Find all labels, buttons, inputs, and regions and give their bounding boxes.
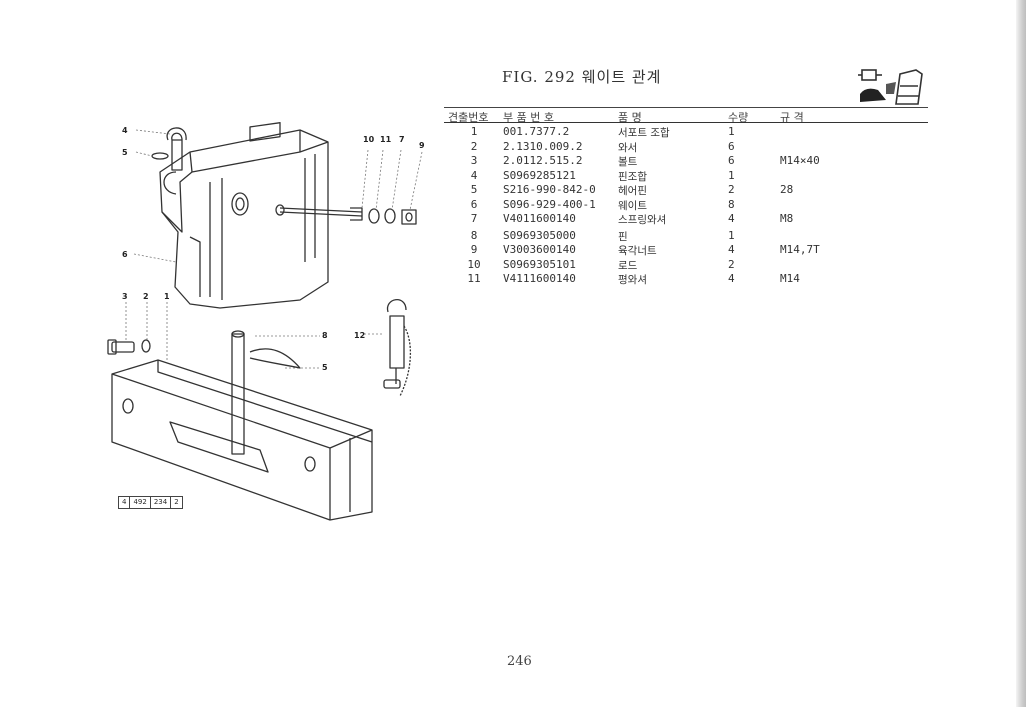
callout-5-bottom: 5 (322, 363, 328, 372)
row-part-name: 와서 (618, 141, 638, 154)
row-ref-no: 4 (470, 168, 478, 182)
exploded-parts-diagram (107, 122, 423, 521)
row-ref-no: 9 (470, 243, 478, 256)
row-ref-no: 5 (470, 183, 478, 196)
row-ref-no: 1 (470, 125, 478, 138)
callout-7: 7 (399, 135, 405, 144)
row-part-no: S096-929-400-1 (503, 197, 596, 211)
row-spec: 28 (780, 183, 794, 196)
row-qty: 8 (728, 197, 735, 211)
table-header-rule (444, 122, 928, 123)
row-qty: 4 (728, 212, 735, 225)
table-row: 3 2.0112.515.2 볼트 6 M14×40 (444, 154, 928, 169)
linch-pin-drawing (383, 299, 412, 397)
header-qty: 수량 (728, 111, 749, 124)
tractor-weight-icon (858, 69, 923, 105)
callout-4: 4 (122, 126, 128, 135)
row-ref-no: 10 (467, 257, 481, 271)
row-part-name: 서포트 조합 (618, 127, 670, 139)
row-part-no: S0969285121 (503, 168, 576, 182)
row-part-no: V3003600140 (503, 243, 576, 256)
figure-title: FIG. 292 웨이트 관계 (502, 68, 662, 86)
header-spec: 규 격 (780, 111, 804, 124)
row-qty: 2 (728, 257, 735, 271)
parts-table: 1 001.7377.2 서포트 조합 1 2 2.1310.009.2 와서 … (444, 125, 928, 287)
row-qty: 2 (728, 183, 735, 196)
callout-3: 3 (122, 292, 128, 301)
row-part-name: 평와셔 (618, 274, 647, 286)
header-ref-no: 견출번호 (448, 111, 489, 124)
row-part-name: 볼트 (618, 156, 638, 168)
row-ref-no: 8 (470, 228, 478, 242)
row-qty: 4 (728, 272, 735, 285)
page-number: 246 (507, 654, 532, 669)
row-part-name: 스프링와셔 (618, 214, 667, 226)
row-part-no: S0969305000 (503, 228, 576, 242)
row-spec: M14×40 (780, 154, 820, 167)
rod-assembly-drawing (275, 204, 417, 225)
row-spec: M14 (780, 272, 800, 285)
ref-part-2: 492 (130, 497, 151, 508)
table-row: 11 V4111600140 평와셔 4 M14 (444, 272, 928, 287)
row-part-name: 로드 (618, 259, 638, 272)
row-ref-no: 7 (470, 212, 478, 225)
table-row: 8 S0969305000 핀 1 (444, 229, 928, 244)
row-part-name: 헤어핀 (618, 185, 647, 197)
weight-drawing (159, 122, 329, 309)
header-part-no: 부 품 번 호 (503, 111, 554, 124)
row-part-no: V4011600140 (503, 212, 576, 225)
row-part-no: 001.7377.2 (503, 125, 570, 138)
table-row: 5 S216-990-842-0 헤어핀 2 28 (444, 183, 928, 198)
table-row: 2 2.1310.009.2 와서 6 (444, 140, 928, 155)
row-spec: M14,7T (780, 243, 820, 256)
row-ref-no: 11 (467, 272, 481, 285)
header-part-name: 품 명 (618, 111, 642, 124)
table-top-rule (444, 107, 928, 108)
callout-8: 8 (322, 331, 328, 340)
row-part-name: 육각너트 (618, 245, 657, 257)
row-qty: 1 (728, 125, 735, 138)
row-qty: 4 (728, 243, 735, 256)
row-qty: 1 (728, 168, 735, 182)
table-row: 7 V4011600140 스프링와셔 4 M8 (444, 212, 928, 227)
row-ref-no: 3 (470, 154, 478, 167)
callout-9: 9 (419, 141, 425, 150)
row-part-no: 2.0112.515.2 (503, 154, 583, 167)
callout-5: 5 (122, 148, 128, 157)
table-row: 10 S0969305101 로드 2 (444, 258, 928, 273)
row-part-no: 2.1310.009.2 (503, 139, 583, 153)
row-part-no: S0969305101 (503, 257, 576, 271)
row-part-no: V4111600140 (503, 272, 576, 285)
ref-part-3: 234 (151, 497, 172, 508)
callout-12: 12 (354, 331, 366, 340)
page-edge-shadow (1016, 0, 1026, 707)
callout-11: 11 (380, 135, 392, 144)
callout-6: 6 (122, 250, 128, 259)
row-spec: M8 (780, 212, 794, 225)
callout-1: 1 (164, 292, 170, 301)
table-row: 6 S096-929-400-1 웨이트 8 (444, 198, 928, 213)
row-qty: 1 (728, 228, 735, 242)
drawing-reference-box: 4 492 234 2 (118, 496, 183, 509)
pin-assembly-drawing (151, 127, 187, 171)
callout-2: 2 (143, 292, 149, 301)
callout-10: 10 (363, 135, 375, 144)
row-part-name: 핀조합 (618, 170, 647, 183)
row-ref-no: 2 (470, 139, 478, 153)
row-part-no: S216-990-842-0 (503, 183, 596, 196)
table-row: 9 V3003600140 육각너트 4 M14,7T (444, 243, 928, 258)
table-row: 1 001.7377.2 서포트 조합 1 (444, 125, 928, 140)
ref-part-1: 4 (119, 497, 131, 508)
row-ref-no: 6 (470, 197, 478, 211)
support-bracket-drawing (111, 330, 373, 521)
row-qty: 6 (728, 139, 735, 153)
row-part-name: 웨이트 (618, 199, 647, 212)
row-qty: 6 (728, 154, 735, 167)
row-part-name: 핀 (618, 230, 628, 243)
bolt-washer-drawing (107, 339, 151, 355)
ref-part-4: 2 (174, 498, 179, 506)
table-row: 4 S0969285121 핀조합 1 (444, 169, 928, 184)
